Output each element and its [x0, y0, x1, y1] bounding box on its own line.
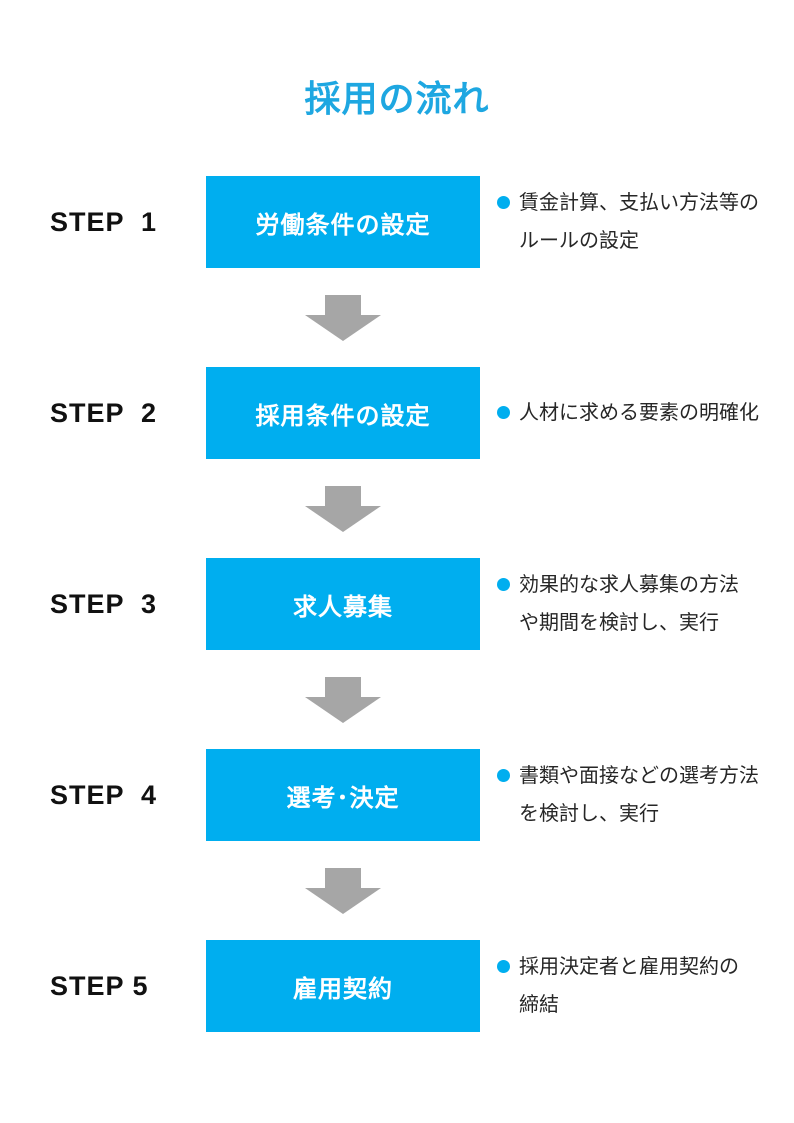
step-1-label: STEP 1 [50, 206, 158, 237]
description-line: ルールの設定 [519, 230, 639, 252]
step-5-description-text: 採用決定者と雇用契約の 締結 [519, 948, 777, 1024]
step-3-box: 求人募集 [206, 558, 480, 650]
step-2-box: 採用条件の設定 [206, 367, 480, 459]
down-arrow-icon [305, 676, 381, 723]
step-row-4: STEP 4 選考･決定 書類や面接などの選考方法 を検討し、実行 [0, 749, 794, 841]
description-line: 書類や面接などの選考方法 [519, 765, 759, 787]
step-3-label: STEP 3 [50, 588, 158, 619]
step-row-2: STEP 2 採用条件の設定 人材に求める要素の明確化 [0, 367, 794, 459]
step-5-box: 雇用契約 [206, 940, 480, 1032]
step-5-label: STEP 5 [50, 970, 149, 1001]
bullet-icon [497, 578, 510, 591]
arrow-row [0, 650, 794, 749]
description-line: や期間を検討し、実行 [519, 612, 719, 634]
description-line: を検討し、実行 [519, 803, 659, 825]
description-line: 効果的な求人募集の方法 [519, 574, 739, 596]
arrow-row [0, 459, 794, 558]
down-arrow-icon [305, 294, 381, 341]
arrow-row [0, 268, 794, 367]
step-2-description-text: 人材に求める要素の明確化 [519, 394, 777, 432]
step-4-label: STEP 4 [50, 779, 158, 810]
step-4-description: 書類や面接などの選考方法 を検討し、実行 [497, 757, 777, 833]
step-row-3: STEP 3 求人募集 効果的な求人募集の方法 や期間を検討し、実行 [0, 558, 794, 650]
step-row-5: STEP 5 雇用契約 採用決定者と雇用契約の 締結 [0, 940, 794, 1032]
step-4-box: 選考･決定 [206, 749, 480, 841]
description-line: 締結 [519, 994, 559, 1016]
step-3-description-text: 効果的な求人募集の方法 や期間を検討し、実行 [519, 566, 777, 642]
step-5-description: 採用決定者と雇用契約の 締結 [497, 948, 777, 1024]
step-2-description: 人材に求める要素の明確化 [497, 394, 777, 432]
down-arrow-icon [305, 485, 381, 532]
description-line: 賃金計算、支払い方法等の [519, 192, 759, 214]
description-line: 人材に求める要素の明確化 [519, 402, 759, 424]
step-1-description: 賃金計算、支払い方法等の ルールの設定 [497, 184, 777, 260]
bullet-icon [497, 196, 510, 209]
step-2-label: STEP 2 [50, 397, 158, 428]
step-1-description-text: 賃金計算、支払い方法等の ルールの設定 [519, 184, 777, 260]
page-title: 採用の流れ [304, 78, 490, 119]
step-4-description-text: 書類や面接などの選考方法 を検討し、実行 [519, 757, 777, 833]
bullet-icon [497, 769, 510, 782]
description-line: 採用決定者と雇用契約の [519, 956, 739, 978]
bullet-icon [497, 960, 510, 973]
arrow-row [0, 841, 794, 940]
flow-steps: STEP 1 労働条件の設定 賃金計算、支払い方法等の ルールの設定 STEP … [0, 176, 794, 1032]
step-3-description: 効果的な求人募集の方法 や期間を検討し、実行 [497, 566, 777, 642]
bullet-icon [497, 406, 510, 419]
step-row-1: STEP 1 労働条件の設定 賃金計算、支払い方法等の ルールの設定 [0, 176, 794, 268]
down-arrow-icon [305, 867, 381, 914]
step-1-box: 労働条件の設定 [206, 176, 480, 268]
